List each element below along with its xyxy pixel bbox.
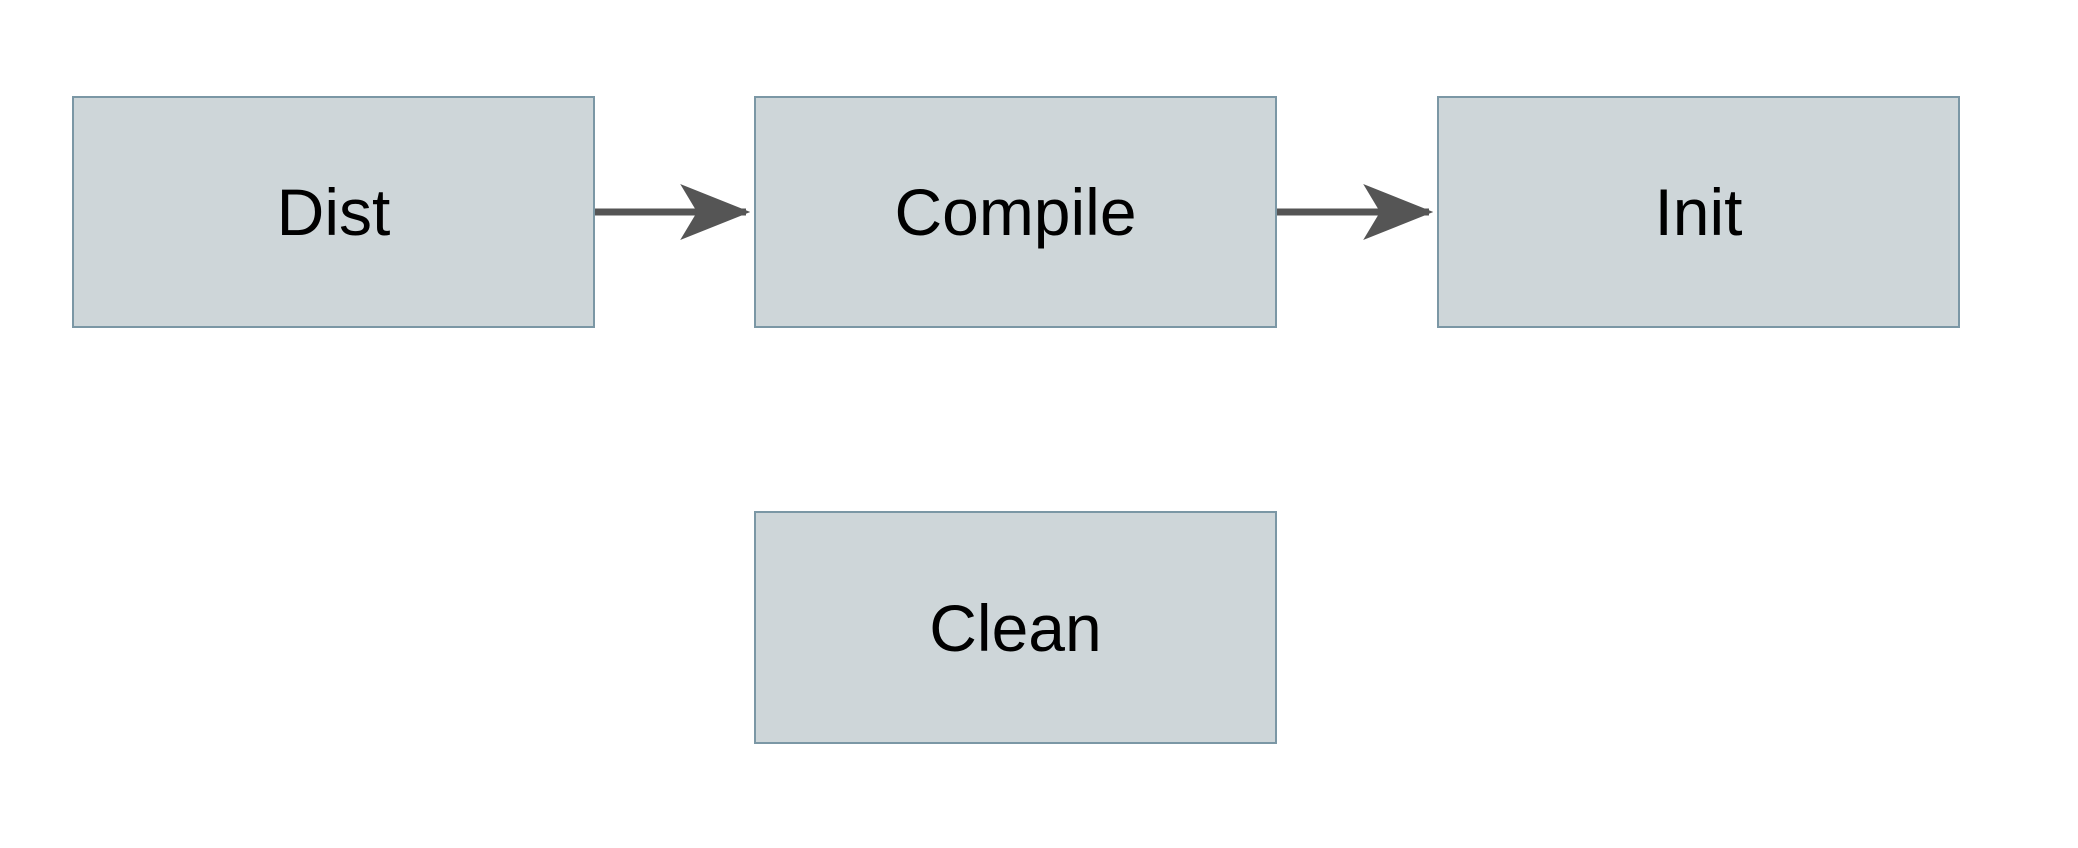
node-init[interactable]: Init [1437,96,1960,328]
node-dist[interactable]: Dist [72,96,595,328]
edge-compile-to-init-hitarea[interactable] [1277,189,1437,235]
node-init-label: Init [1654,175,1743,249]
node-compile[interactable]: Compile [754,96,1277,328]
edge-dist-to-compile-hitarea[interactable] [595,189,754,235]
node-clean-label: Clean [929,590,1102,665]
node-clean[interactable]: Clean [754,511,1277,744]
node-compile-label: Compile [894,175,1137,249]
node-dist-label: Dist [276,175,391,249]
